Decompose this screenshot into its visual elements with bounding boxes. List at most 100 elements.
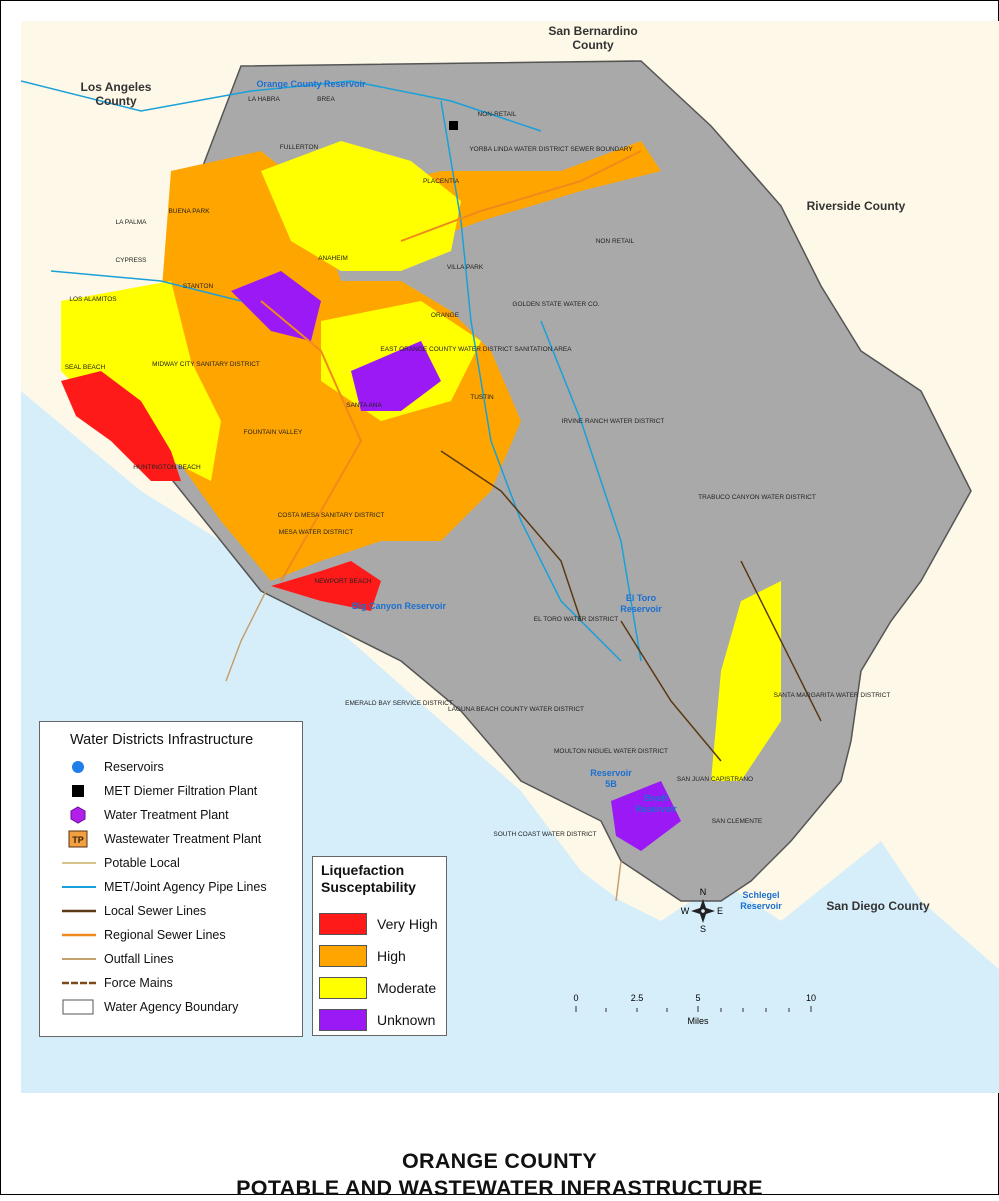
- place-la-palma: LA PALMA: [116, 219, 148, 226]
- legend-label: Local Sewer Lines: [104, 904, 207, 918]
- place-moulton-niguel: MOULTON NIGUEL WATER DISTRICT: [554, 748, 668, 755]
- liquefaction-label: High: [377, 948, 406, 964]
- place-los-alamitos: LOS ALAMITOS: [69, 296, 117, 303]
- liquefaction-title-line1: Liquefaction: [321, 862, 405, 878]
- scale-tick-0: 0: [573, 993, 578, 1003]
- map-title-line1: ORANGE COUNTY: [401, 1149, 598, 1173]
- legend-label: Reservoirs: [104, 760, 164, 774]
- scale-bar: 0 2.5 5 10 Miles: [573, 993, 816, 1026]
- place-fountain-valley: FOUNTAIN VALLEY: [244, 429, 303, 436]
- los-angeles-label-1: Los Angeles: [81, 80, 152, 94]
- scale-tick-10: 10: [806, 993, 816, 1003]
- place-el-toro: EL TORO WATER DISTRICT: [534, 616, 618, 623]
- place-brea: BREA: [317, 96, 335, 103]
- reservoir-5b-label-2: 5B: [605, 779, 617, 789]
- line-swatch: [58, 924, 98, 946]
- line-swatch: [58, 900, 98, 922]
- legend-item-met-pipe: MET/Joint Agency Pipe Lines: [58, 876, 267, 898]
- liquefaction-very-high-coast: [271, 561, 381, 611]
- place-tustin: TUSTIN: [470, 394, 494, 401]
- local-sewer-lines: [440, 450, 822, 762]
- regional-sewer-lines: [260, 150, 642, 582]
- pipe-lines: [21, 80, 642, 662]
- liquefaction-legend: Liquefaction Susceptability Very High Hi…: [312, 856, 447, 1036]
- dashed-line-swatch: [58, 972, 98, 994]
- legend-label: MET/Joint Agency Pipe Lines: [104, 880, 267, 894]
- liquefaction-label: Very High: [377, 916, 438, 932]
- place-cypress: CYPRESS: [115, 257, 147, 264]
- map-canvas: San Bernardino County Los Angeles County…: [21, 21, 999, 1093]
- liquefaction-very-high-zone: [61, 371, 181, 481]
- scale-unit: Miles: [687, 1016, 709, 1026]
- scale-tick-2-5: 2.5: [631, 993, 644, 1003]
- place-newport-beach: NEWPORT BEACH: [314, 578, 371, 585]
- met-diemer-plant-icon: [449, 121, 458, 130]
- tp-box-icon: TP: [58, 828, 98, 850]
- place-irvine-ranch: IRVINE RANCH WATER DISTRICT: [562, 418, 665, 425]
- box-swatch: [58, 996, 98, 1018]
- moderate-swatch: [319, 977, 367, 999]
- place-mesa-water: MESA WATER DISTRICT: [279, 529, 353, 536]
- liquefaction-label: Unknown: [377, 1012, 436, 1028]
- place-fullerton: FULLERTON: [280, 144, 319, 151]
- liquefaction-moderate: Moderate: [319, 977, 436, 999]
- reservoir-5b-label-1: Reservoir: [590, 768, 632, 778]
- liquefaction-unknown-zone-2: [351, 341, 441, 411]
- south-label: S: [700, 924, 706, 934]
- line-swatch: [58, 852, 98, 874]
- riverside-label: Riverside County: [807, 199, 906, 213]
- high-swatch: [319, 945, 367, 967]
- legend-title: Water Districts Infrastructure: [70, 732, 254, 748]
- place-golden-state: GOLDEN STATE WATER CO.: [512, 301, 599, 308]
- place-midway-city: MIDWAY CITY SANITARY DISTRICT: [152, 361, 260, 368]
- line-swatch: [58, 948, 98, 970]
- liquefaction-moderate-zone-2: [261, 141, 461, 271]
- los-angeles-label-2: County: [95, 94, 137, 108]
- liquefaction-unknown-zone: [231, 271, 321, 341]
- legend-item-outfall: Outfall Lines: [58, 948, 173, 970]
- liquefaction-unknown: Unknown: [319, 1009, 435, 1031]
- west-label: W: [681, 906, 690, 916]
- legend-item-met-plant: MET Diemer Filtration Plant: [58, 780, 257, 802]
- liquefaction-very-high: Very High: [319, 913, 438, 935]
- legend-item-agency-boundary: Water Agency Boundary: [58, 996, 238, 1018]
- liquefaction-high: High: [319, 945, 406, 967]
- scale-tick-5: 5: [695, 993, 700, 1003]
- big-canyon-reservoir-label: Big Canyon Reservoir: [352, 601, 447, 611]
- very-high-swatch: [319, 913, 367, 935]
- north-label: N: [700, 887, 707, 897]
- outfall-line-2: [615, 860, 622, 902]
- orange-county-reservoir-label: Orange County Reservoir: [256, 79, 366, 89]
- line-swatch: [58, 876, 98, 898]
- place-south-coast: SOUTH COAST WATER DISTRICT: [493, 831, 596, 838]
- place-huntington-beach: HUNTINGTON BEACH: [133, 464, 201, 471]
- place-orange: ORANGE: [431, 312, 460, 319]
- liquefaction-title-line2: Susceptability: [321, 879, 416, 895]
- place-placentia: PLACENTIA: [423, 178, 460, 185]
- place-buena-park: BUENA PARK: [168, 208, 210, 215]
- legend-label: Potable Local: [104, 856, 180, 870]
- place-villa-park: VILLA PARK: [447, 264, 484, 271]
- black-square-icon: [58, 780, 98, 802]
- place-stanton: STANTON: [183, 283, 214, 290]
- legend-item-local-sewer: Local Sewer Lines: [58, 900, 206, 922]
- map-title-block: ORANGE COUNTY POTABLE AND WASTEWATER INF…: [1, 1091, 998, 1200]
- legend-item-reservoirs: Reservoirs: [58, 756, 164, 778]
- place-anaheim: ANAHEIM: [318, 255, 348, 262]
- legend-item-wastewater-plant: TP Wastewater Treatment Plant: [58, 828, 261, 850]
- bradt-reservoir-label-1: Bradt: [644, 793, 668, 803]
- svg-text:TP: TP: [72, 835, 84, 845]
- bradt-reservoir-label-2: Reservoir: [635, 804, 677, 814]
- infrastructure-legend: Water Districts Infrastructure Reservoir…: [39, 721, 303, 1037]
- place-laguna-beach: LAGUNA BEACH COUNTY WATER DISTRICT: [448, 706, 584, 713]
- legend-item-force-mains: Force Mains: [58, 972, 173, 994]
- place-santa-margarita: SANTA MARGARITA WATER DISTRICT: [774, 692, 891, 699]
- blue-dot-icon: [58, 756, 98, 778]
- legend-item-water-treatment: Water Treatment Plant: [58, 804, 229, 826]
- legend-label: MET Diemer Filtration Plant: [104, 784, 258, 798]
- liquefaction-label: Moderate: [377, 980, 437, 996]
- liquefaction-moderate-zone: [61, 281, 221, 481]
- legend-label: Wastewater Treatment Plant: [104, 832, 262, 846]
- legend-item-potable-local: Potable Local: [58, 852, 180, 874]
